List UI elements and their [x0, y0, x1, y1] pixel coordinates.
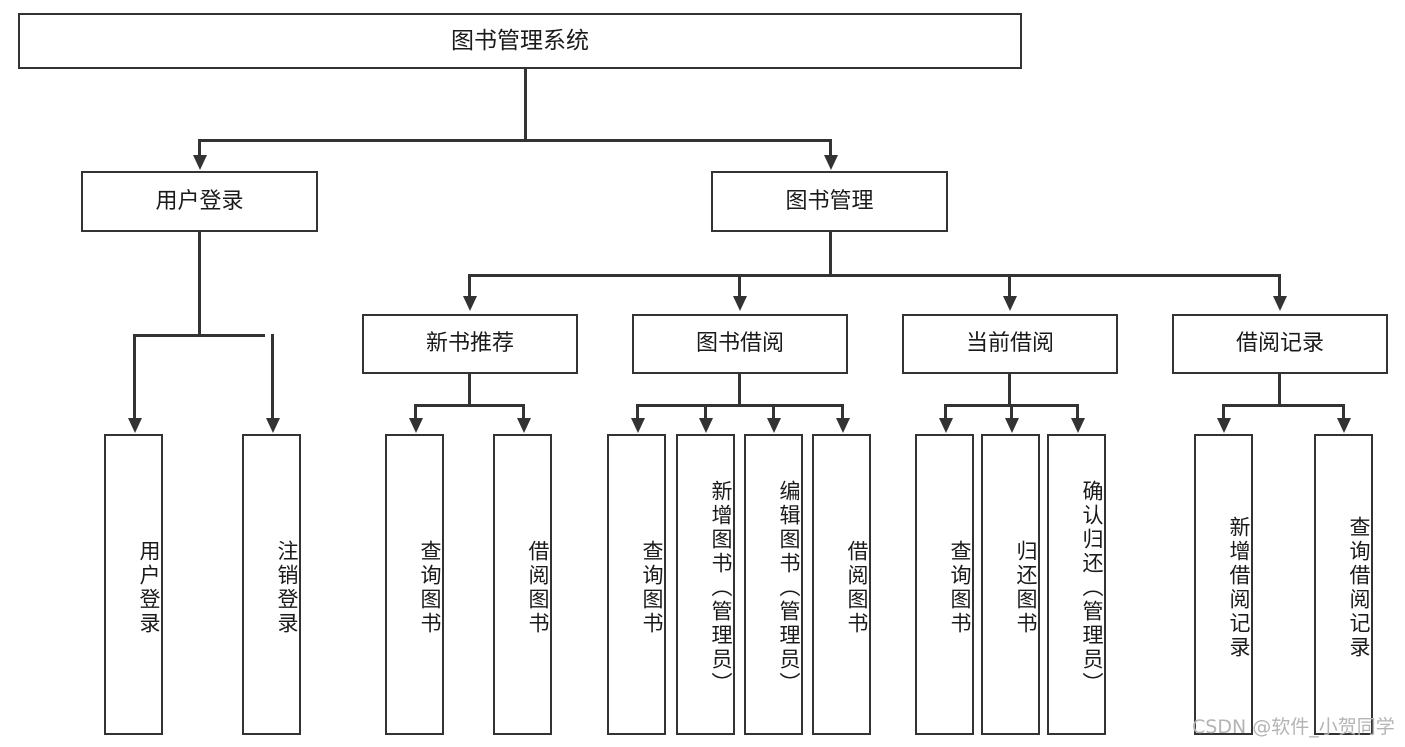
- node-label: 新书推荐: [425, 331, 514, 357]
- node-label: 图书管理系统: [451, 27, 589, 54]
- node-user-login[interactable]: 用户登录: [81, 171, 318, 232]
- connector-borrow-record-stem: [1278, 374, 1281, 406]
- leaf-logout[interactable]: 注销登录: [242, 434, 301, 735]
- leaf-label: 新增图书（管理员）: [709, 479, 733, 696]
- connector-drop-borrow-record: [1278, 274, 1281, 298]
- connector-drop-br-leaf2: [1342, 404, 1345, 420]
- leaf-label: 用户登录: [137, 539, 161, 636]
- node-root-system[interactable]: 图书管理系统: [18, 13, 1022, 69]
- connector-drop-bb-leaf3: [772, 404, 775, 420]
- arrow-cb-leaf1: [938, 418, 953, 433]
- leaf-label: 查询图书: [948, 539, 972, 636]
- arrow-br-leaf1: [1216, 418, 1231, 433]
- connector-drop-book-borrow: [738, 274, 741, 298]
- connector-drop-book-mgmt: [829, 139, 832, 157]
- connector-drop-nb-leaf2: [522, 404, 525, 420]
- node-label: 用户登录: [155, 188, 244, 214]
- arrow-book-borrow: [732, 296, 747, 311]
- arrow-leaf-logout: [265, 418, 280, 433]
- leaf-confirm-return-admin[interactable]: 确认归还（管理员）: [1047, 434, 1106, 735]
- connector-user-login-bus: [133, 334, 265, 337]
- connector-drop-cb-leaf1: [944, 404, 947, 420]
- connector-drop-user-login: [198, 139, 201, 157]
- leaf-label: 新增借阅记录: [1227, 515, 1251, 660]
- connector-book-mgmt-bus: [468, 274, 1280, 277]
- connector-new-book-bus: [414, 404, 524, 407]
- arrow-cb-leaf2: [1004, 418, 1019, 433]
- arrow-bb-leaf1: [630, 418, 645, 433]
- leaf-return-book[interactable]: 归还图书: [981, 434, 1040, 735]
- node-borrow-record[interactable]: 借阅记录: [1172, 314, 1388, 374]
- connector-drop-leaf-logout: [271, 334, 274, 420]
- node-current-borrow[interactable]: 当前借阅: [902, 314, 1118, 374]
- connector-root-bus: [198, 139, 832, 142]
- connector-borrow-record-bus: [1222, 404, 1344, 407]
- node-label: 图书借阅: [695, 331, 784, 357]
- node-new-book-recommend[interactable]: 新书推荐: [362, 314, 578, 374]
- connector-drop-leaf-user-login: [133, 334, 136, 420]
- connector-drop-br-leaf1: [1222, 404, 1225, 420]
- arrow-cb-leaf3: [1070, 418, 1085, 433]
- leaf-add-borrow-record[interactable]: 新增借阅记录: [1194, 434, 1253, 735]
- node-book-management[interactable]: 图书管理: [711, 171, 948, 232]
- leaf-query-borrow-record[interactable]: 查询借阅记录: [1314, 434, 1373, 735]
- connector-current-borrow-stem: [1008, 374, 1011, 406]
- leaf-borrow-book-newbook[interactable]: 借阅图书: [493, 434, 552, 735]
- arrow-new-book: [462, 296, 477, 311]
- leaf-label: 归还图书: [1014, 539, 1038, 636]
- leaf-borrow-book[interactable]: 借阅图书: [812, 434, 871, 735]
- connector-drop-current-borrow: [1008, 274, 1011, 298]
- arrow-bb-leaf3: [766, 418, 781, 433]
- connector-drop-bb-leaf2: [704, 404, 707, 420]
- arrow-br-leaf2: [1336, 418, 1351, 433]
- node-label: 图书管理: [785, 188, 874, 214]
- leaf-add-book-admin[interactable]: 新增图书（管理员）: [676, 434, 735, 735]
- leaf-edit-book-admin[interactable]: 编辑图书（管理员）: [744, 434, 803, 735]
- leaf-label: 编辑图书（管理员）: [777, 479, 801, 696]
- arrow-nb-leaf2: [516, 418, 531, 433]
- arrow-bb-leaf4: [835, 418, 850, 433]
- watermark-text: CSDN @软件_小贺同学: [1192, 716, 1395, 738]
- leaf-label: 查询图书: [640, 539, 664, 636]
- leaf-label: 注销登录: [275, 539, 299, 636]
- node-book-borrow[interactable]: 图书借阅: [632, 314, 848, 374]
- leaf-query-book-current[interactable]: 查询图书: [915, 434, 974, 735]
- leaf-label: 确认归还（管理员）: [1080, 479, 1104, 696]
- leaf-label: 借阅图书: [526, 539, 550, 636]
- leaf-label: 借阅图书: [845, 539, 869, 636]
- connector-drop-cb-leaf2: [1010, 404, 1013, 420]
- connector-user-login-stem: [198, 232, 201, 336]
- leaf-label: 查询借阅记录: [1347, 515, 1371, 660]
- connector-new-book-stem: [468, 374, 471, 406]
- node-label: 借阅记录: [1235, 331, 1324, 357]
- connector-book-borrow-bus: [636, 404, 844, 407]
- leaf-label: 查询图书: [418, 539, 442, 636]
- arrow-leaf-user-login: [127, 418, 142, 433]
- connector-root-stem: [524, 69, 527, 141]
- arrow-nb-leaf1: [408, 418, 423, 433]
- arrow-user-login: [192, 155, 207, 170]
- connector-drop-bb-leaf4: [841, 404, 844, 420]
- connector-book-mgmt-stem: [829, 232, 832, 276]
- connector-drop-nb-leaf1: [414, 404, 417, 420]
- leaf-query-book-borrow[interactable]: 查询图书: [607, 434, 666, 735]
- connector-drop-cb-leaf3: [1076, 404, 1079, 420]
- leaf-query-book-newbook[interactable]: 查询图书: [385, 434, 444, 735]
- arrow-book-mgmt: [823, 155, 838, 170]
- connector-drop-bb-leaf1: [636, 404, 639, 420]
- connector-book-borrow-stem: [738, 374, 741, 406]
- node-label: 当前借阅: [965, 331, 1054, 357]
- arrow-current-borrow: [1002, 296, 1017, 311]
- leaf-user-login[interactable]: 用户登录: [104, 434, 163, 735]
- connector-drop-new-book: [468, 274, 471, 298]
- arrow-bb-leaf2: [698, 418, 713, 433]
- arrow-borrow-record: [1272, 296, 1287, 311]
